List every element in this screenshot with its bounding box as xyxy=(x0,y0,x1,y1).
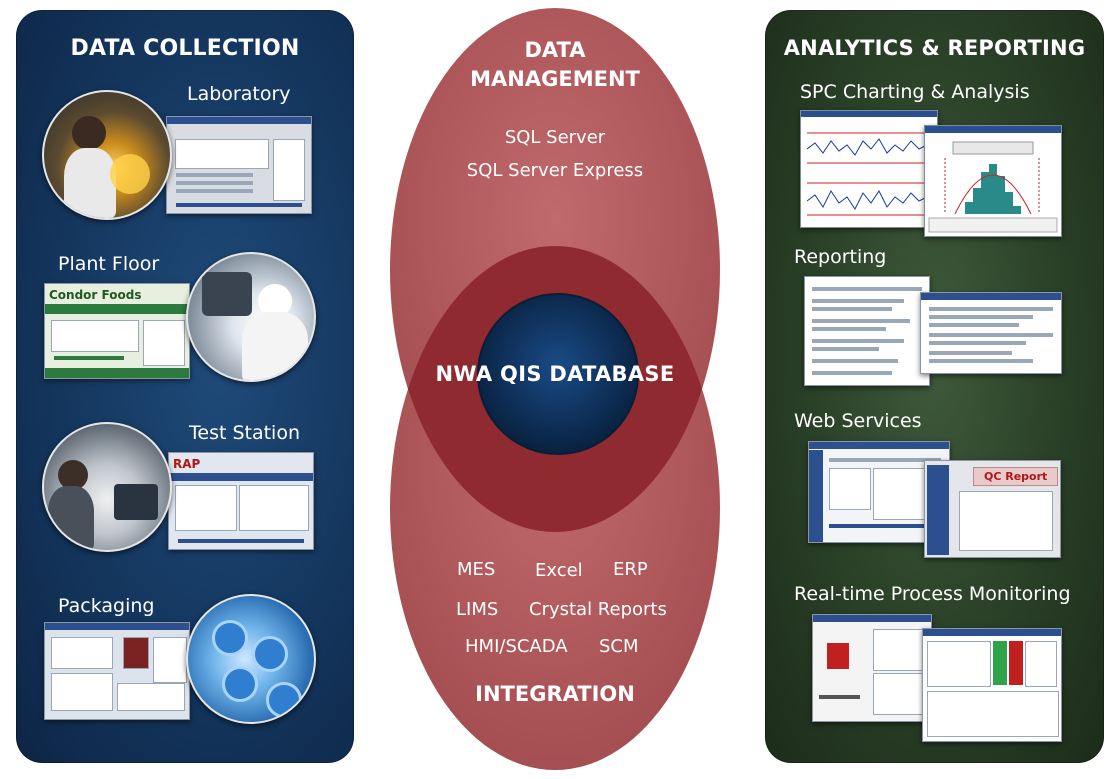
mes-label: MES xyxy=(457,559,496,580)
sql-server-express-label: SQL Server Express xyxy=(466,160,644,181)
report-viewer-screen xyxy=(920,292,1062,374)
laboratory-screen xyxy=(166,116,312,214)
crystal-reports-label: Crystal Reports xyxy=(529,599,667,620)
venn-diagram xyxy=(390,8,720,770)
spc-control-chart-screen xyxy=(800,110,938,228)
erp-label: ERP xyxy=(613,559,648,580)
test-station-screen: RAP xyxy=(168,452,314,550)
spc-histogram-screen xyxy=(924,125,1062,237)
packaging-screen xyxy=(44,622,190,720)
plant-floor-label: Plant Floor xyxy=(58,253,160,275)
qc-report-web-screen: QC Report xyxy=(924,460,1061,558)
rap-logo: RAP xyxy=(173,457,201,471)
nwa-qis-database-core xyxy=(477,293,639,455)
report-document-screen xyxy=(804,276,930,386)
laboratory-label: Laboratory xyxy=(187,83,291,105)
nwa-qis-database-label: NWA QIS DATABASE xyxy=(435,362,675,386)
test-station-photo xyxy=(42,422,172,552)
real-time-monitoring-label: Real-time Process Monitoring xyxy=(794,583,1071,605)
analytics-reporting-title: ANALYTICS & REPORTING xyxy=(783,36,1086,60)
hmi-scada-label: HMI/SCADA xyxy=(465,636,568,657)
packaging-label: Packaging xyxy=(58,595,155,617)
plant-floor-screen: Condor Foods xyxy=(44,283,190,379)
packaging-photo xyxy=(186,594,316,724)
scm-label: SCM xyxy=(599,636,639,657)
spc-charting-label: SPC Charting & Analysis xyxy=(800,81,1030,103)
qc-report-badge: QC Report xyxy=(973,467,1059,486)
plant-floor-photo xyxy=(186,252,316,382)
process-monitoring-screen xyxy=(812,614,932,722)
monitoring-status-screen xyxy=(922,628,1062,742)
excel-label: Excel xyxy=(535,560,583,581)
reporting-label: Reporting xyxy=(794,246,887,268)
data-collection-title: DATA COLLECTION xyxy=(70,36,300,61)
sql-server-label: SQL Server xyxy=(504,127,606,148)
laboratory-photo xyxy=(42,90,172,220)
test-station-label: Test Station xyxy=(189,422,301,444)
lims-label: LIMS xyxy=(456,599,499,620)
integration-title: INTEGRATION xyxy=(475,682,635,706)
web-services-label: Web Services xyxy=(794,410,922,432)
condor-foods-logo: Condor Foods xyxy=(49,288,142,302)
data-management-title: DATA MANAGEMENT xyxy=(470,38,640,91)
